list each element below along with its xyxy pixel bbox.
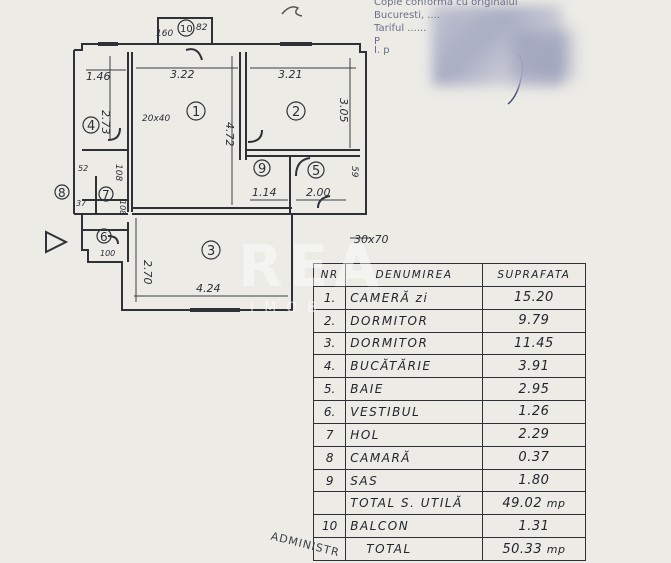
room-7-label: 7 [102,188,110,202]
outer-wall [74,43,367,311]
balcony-row: 10 BALCON 1.31 [312,514,587,539]
dim-305: 3.05 [337,98,350,123]
dim-270: 2.70 [141,260,154,285]
stamp-line-4: P [374,36,381,47]
signature-mark [281,6,303,17]
dim-322: 3.22 [170,68,195,81]
table-row: 1. CAMERĂ zi 15.20 [312,285,587,310]
room-1-label: 1 [192,105,200,120]
room-8-label: 8 [58,186,66,200]
total-useful-unit: mp [546,496,566,510]
room-3-label: 3 [207,244,215,259]
total-label: TOTAL [345,537,483,561]
table-row: 3. DORMITOR 11.45 [312,331,587,356]
dim-52: 52 [78,164,88,173]
room-4-label: 4 [87,119,95,134]
room-2-label: 2 [292,105,300,120]
area-table: NR DENUMIREA SUPRAFATA 1. CAMERĂ zi 15.2… [312,263,587,561]
table-row: 2. DORMITOR 9.79 [312,308,587,333]
dim-200: 2.00 [306,186,331,199]
room-9-label: 9 [258,162,266,177]
dim-321: 3.21 [278,68,303,81]
total-useful-label: TOTAL S. UTILĂ [345,491,483,516]
total-area: 50.33 [502,541,543,557]
room-6-label: 6 [100,230,108,244]
certification-stamp: Copie conforma cu originalul Bucuresti, … [362,0,671,92]
dim-108: 108 [113,164,123,181]
dim-37: 37 [76,199,87,208]
entrance-arrow-icon [45,230,69,254]
dim-82: 82 [196,23,208,33]
stamp-line-1: Copie conforma cu originalul [374,0,518,8]
header-name: DENUMIREA [345,263,483,287]
stamp-line-5: I. p [374,45,390,56]
dim-424: 4.24 [196,282,221,295]
dim-160: 160 [156,29,173,39]
total-row: TOTAL 50.33 mp [312,537,587,561]
header-area: SUPRAFATA [481,263,587,287]
dim-146: 1.46 [86,70,111,83]
dim-273: 2.73 [99,110,112,135]
dim-114: 1.14 [252,186,277,199]
stamp-line-3: Tariful ...... [374,23,427,34]
room-10-label: 10 [180,24,193,35]
table-row: 4. BUCĂTĂRIE 3.91 [312,354,587,379]
table-row: 9 SAS 1.80 [312,468,587,493]
room-5-label: 5 [312,164,320,179]
dim-100: 100 [100,249,115,258]
dim-59: 59 [349,166,359,178]
dim-472: 4.72 [223,122,236,147]
total-useful-row: TOTAL S. UTILĂ 49.02 mp [312,491,587,516]
table-row: 5. BAIE 2.95 [312,377,587,402]
table-header-row: NR DENUMIREA SUPRAFATA [312,263,587,287]
total-unit: mp [546,542,566,556]
total-useful-area: 49.02 [502,495,543,511]
dim-20x40: 20x40 [142,114,171,124]
header-nr: NR [312,263,347,287]
stamp-line-2: Bucuresti, .... [374,10,441,21]
table-row: 7 HOL 2.29 [312,422,587,447]
table-row: 6. VESTIBUL 1.26 [312,400,587,424]
dim-30x70: 30x70 [354,233,389,246]
table-row: 8 CAMARĂ 0.37 [312,445,587,470]
watermark-sub: IMOB [250,300,327,316]
dim-108b: 108 [118,200,127,215]
